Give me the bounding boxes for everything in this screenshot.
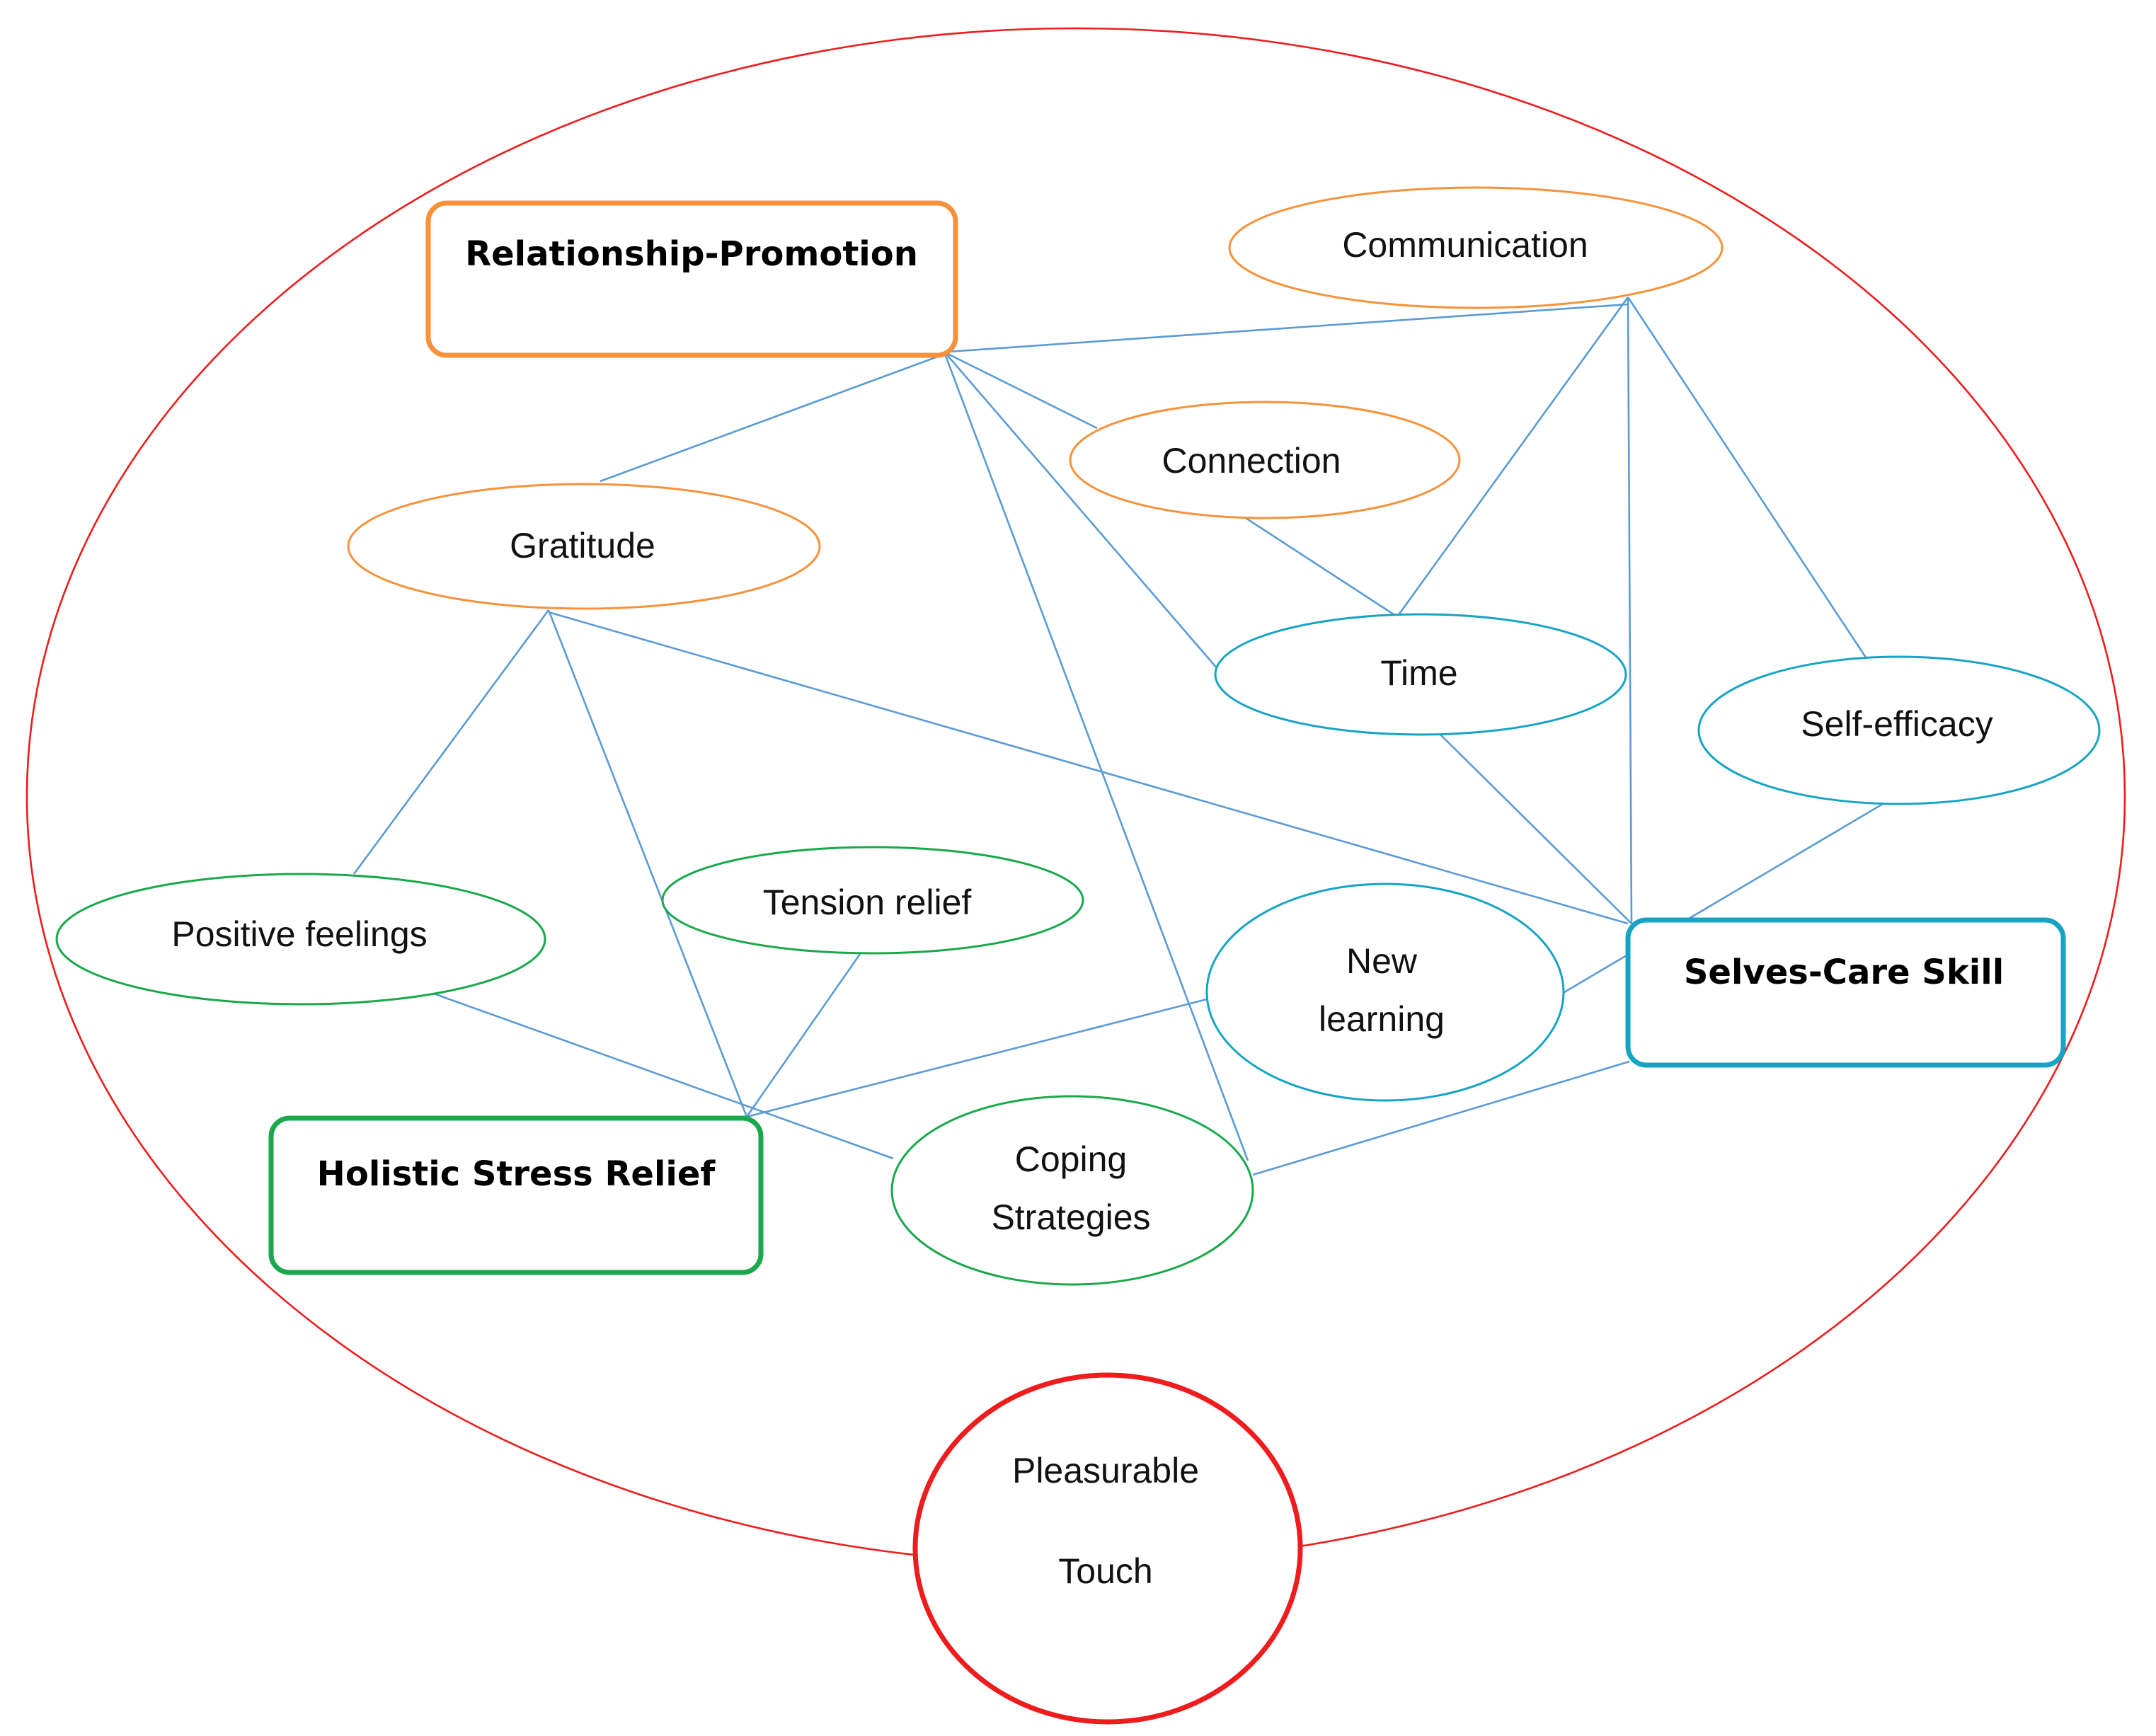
positive-feelings-label: Positive feelings (171, 914, 427, 954)
relationship-promotion-category: Relationship-Promotion (425, 200, 958, 358)
selves-care-skill-label: Selves-Care Skill (1684, 953, 2004, 992)
holistic-stress-relief-label: Holistic Stress Relief (317, 1154, 716, 1194)
selves-care-skill-category: Selves-Care Skill (1625, 917, 2066, 1068)
communication-node: Communication (1228, 186, 1724, 309)
edge-relationship-promotion-to-connection (944, 351, 1098, 430)
edge-gratitude-to-positive-feelings (352, 609, 550, 875)
new-learning-node: New learning (1205, 883, 1565, 1102)
self-efficacy-label: Self-efficacy (1801, 704, 1992, 744)
edges-layer (352, 297, 1883, 1176)
edge-relationship-promotion-to-gratitude (600, 354, 942, 483)
edge-communication-to-time (1397, 297, 1629, 616)
edge-communication-to-selves-care-skill (1627, 297, 1633, 924)
edge-connection-to-time (1245, 517, 1399, 619)
pleasurable-touch-label-line2: Touch (1058, 1551, 1152, 1591)
edge-relationship-promotion-to-coping-strategies (944, 353, 1249, 1161)
connection-label: Connection (1162, 441, 1341, 481)
connection-node: Connection (1069, 401, 1461, 519)
gratitude-node: Gratitude (347, 483, 821, 610)
edge-communication-to-self-efficacy (1627, 297, 1870, 662)
communication-label: Communication (1342, 225, 1588, 265)
holistic-stress-relief-category: Holistic Stress Relief (268, 1115, 764, 1275)
coping-strategies-label-line1: Coping (1015, 1139, 1127, 1179)
time-node: Time (1214, 613, 1627, 736)
new-learning-label-line1: New (1346, 941, 1418, 981)
gratitude-label: Gratitude (510, 526, 655, 565)
coping-strategies-label-line2: Strategies (991, 1197, 1150, 1237)
tension-relief-label: Tension relief (763, 883, 972, 922)
pleasurable-touch-node: Pleasurable Touch (912, 1372, 1303, 1725)
holistic-stress-relief-box (268, 1115, 764, 1275)
edge-relationship-promotion-to-communication (948, 303, 1629, 353)
time-label: Time (1380, 653, 1457, 693)
self-efficacy-node: Self-efficacy (1697, 655, 2101, 805)
relationship-promotion-label: Relationship-Promotion (465, 234, 918, 274)
positive-feelings-node: Positive feelings (55, 873, 546, 1006)
coping-strategies-node: Coping Strategies (890, 1095, 1254, 1286)
edge-gratitude-to-selves-care-skill (548, 611, 1629, 925)
edge-time-to-selves-care-skill (1440, 734, 1632, 924)
new-learning-label-line2: learning (1319, 999, 1445, 1039)
edge-new-learning-to-holistic-stress-relief (746, 998, 1208, 1118)
edge-relationship-promotion-to-time (944, 352, 1218, 669)
edge-self-efficacy-to-new-learning (1560, 803, 1883, 996)
selves-care-skill-box (1625, 917, 2066, 1068)
edge-gratitude-to-holistic-stress-relief (547, 609, 748, 1117)
edge-positive-feelings-to-coping-strategies (431, 991, 894, 1160)
edge-selves-care-skill-to-coping-strategies (1252, 1060, 1630, 1176)
tension-relief-node: Tension relief (661, 846, 1084, 955)
pleasurable-touch-label-line1: Pleasurable (1012, 1451, 1199, 1490)
edge-tension-relief-to-holistic-stress-relief (745, 953, 861, 1117)
relationship-promotion-box (425, 200, 958, 358)
